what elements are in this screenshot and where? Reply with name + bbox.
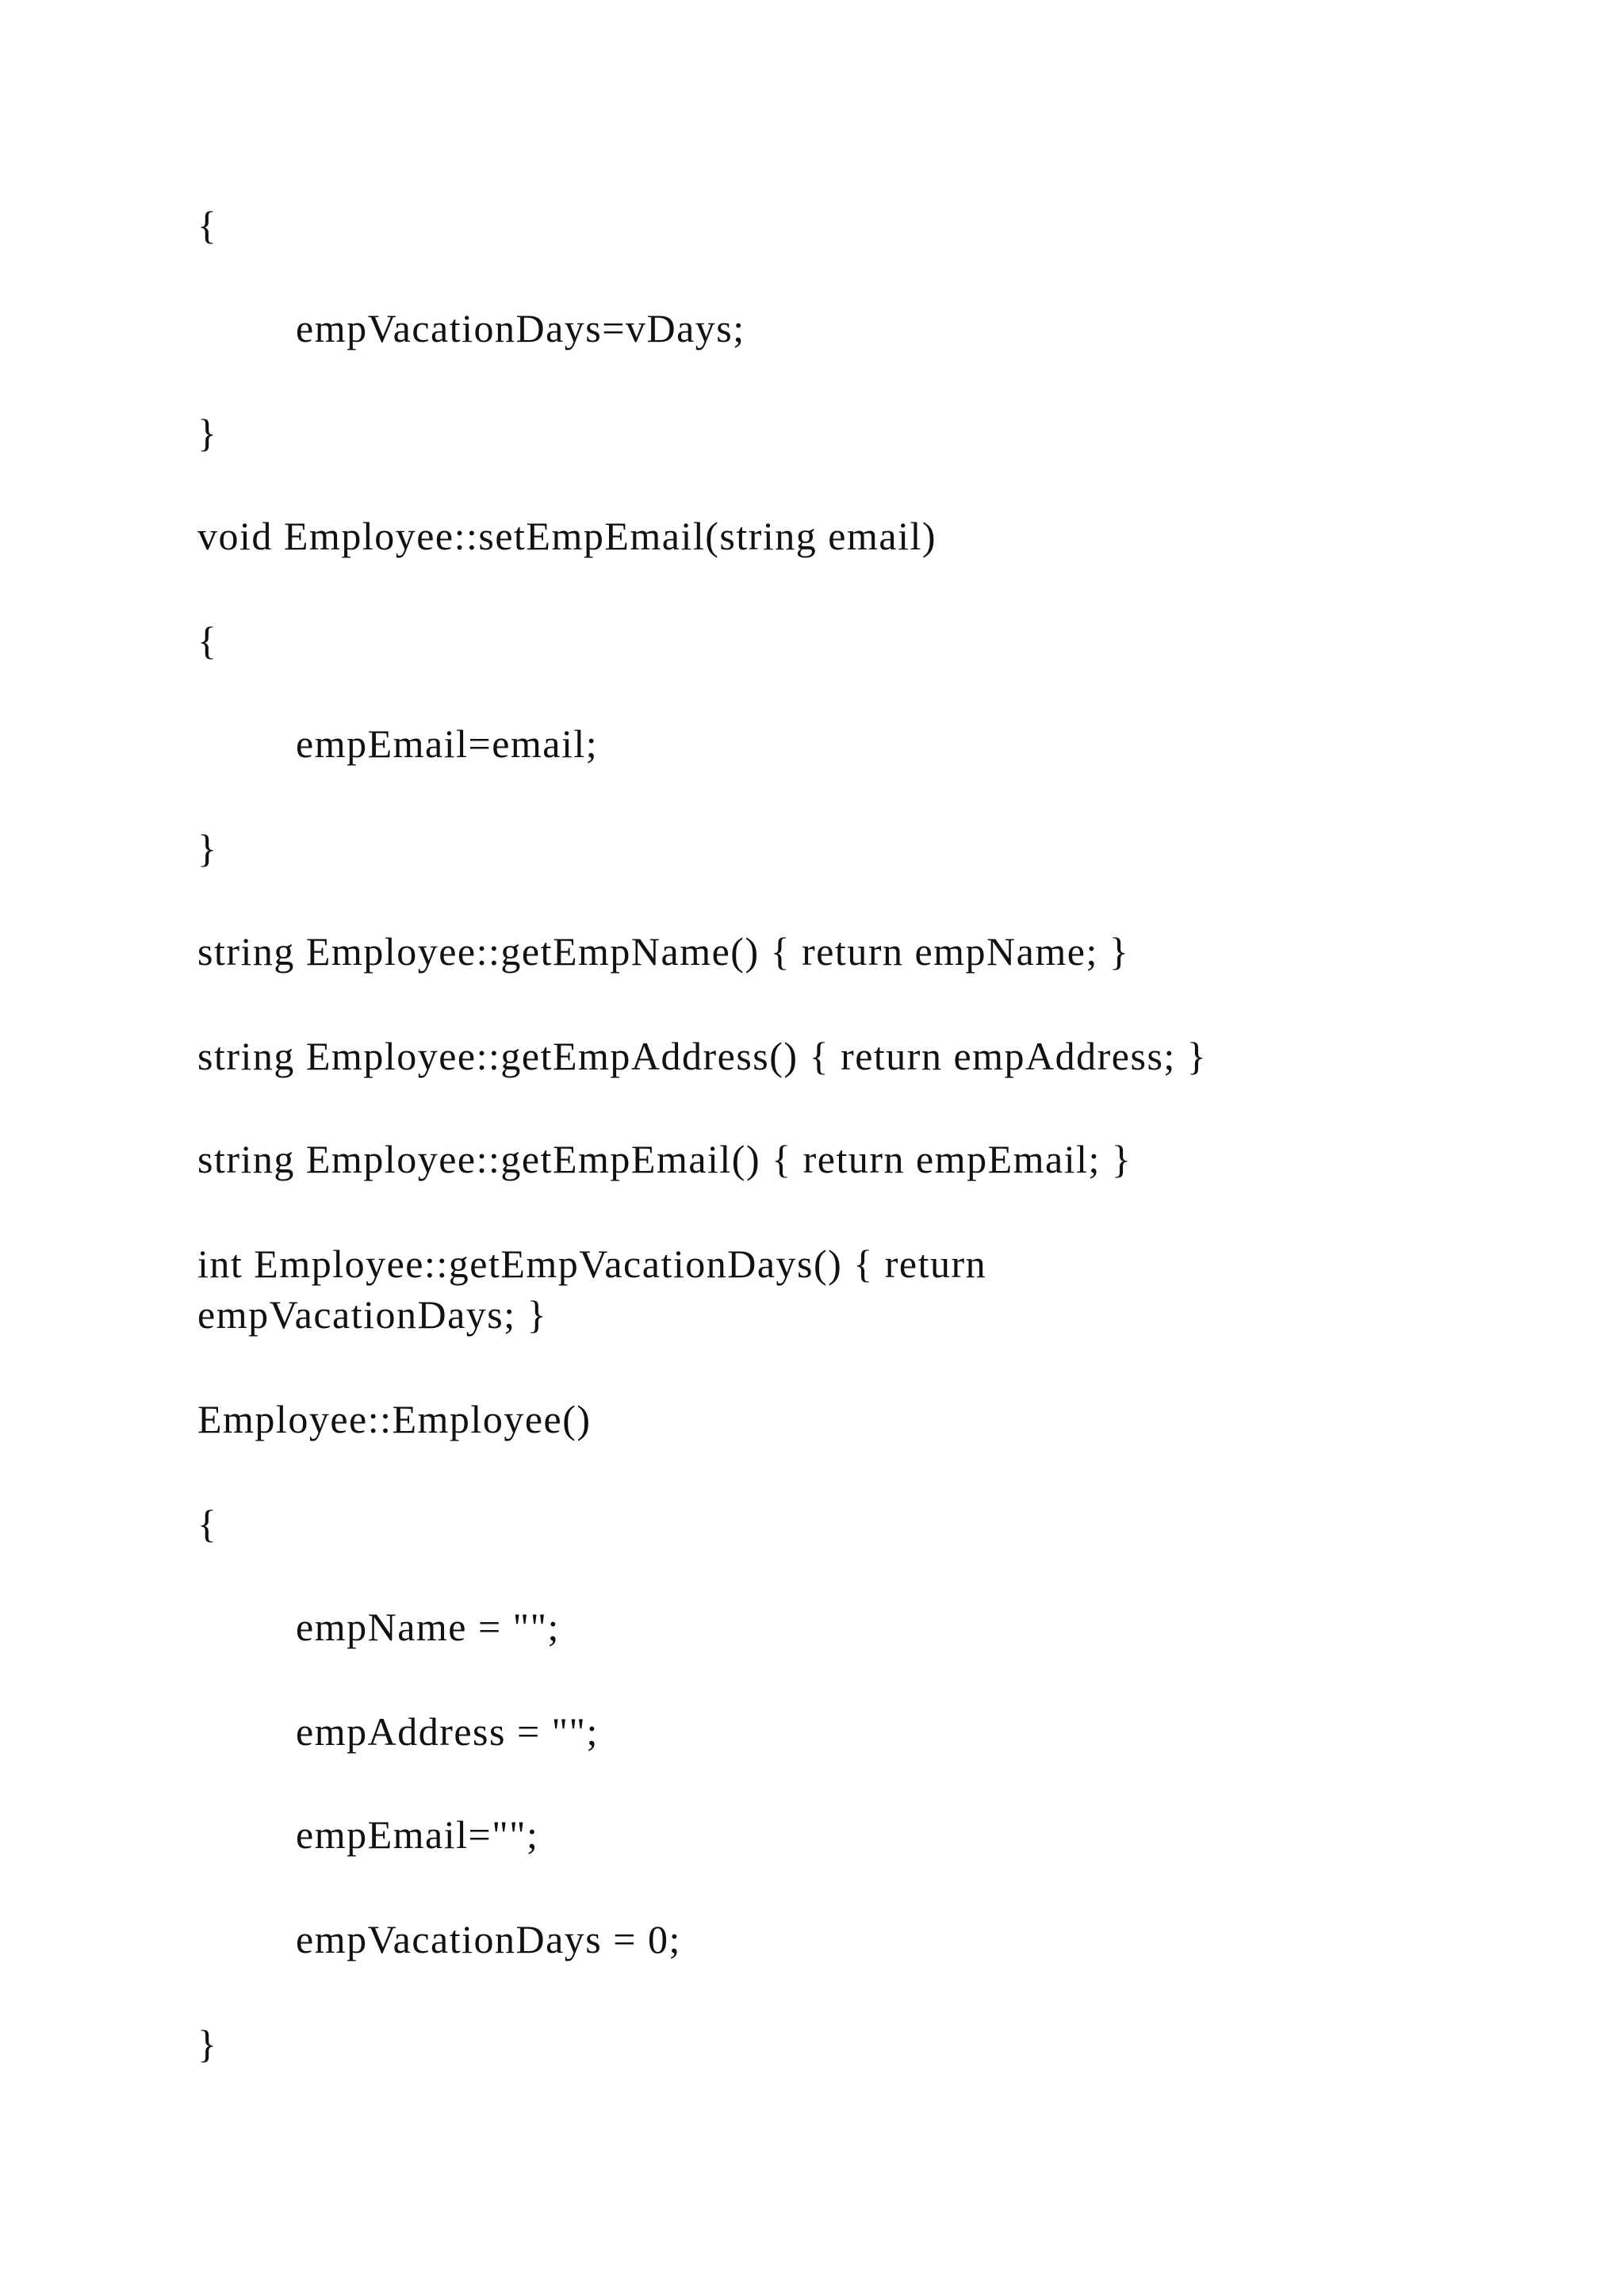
- code-line-close-brace-3: }: [197, 2022, 218, 2066]
- code-line-set-email-signature: void Employee::setEmpEmail(string email): [197, 514, 937, 558]
- code-line-close-brace-2: }: [197, 826, 218, 871]
- code-line-get-address: string Employee::getEmpAddress() { retur…: [197, 1034, 1208, 1078]
- code-line-set-vacation-days: empVacationDays=vDays;: [296, 306, 745, 350]
- code-line-init-address: empAddress = "";: [296, 1709, 599, 1754]
- code-line-open-brace-2: {: [197, 618, 218, 663]
- code-line-init-vacation-days: empVacationDays = 0;: [296, 1917, 681, 1961]
- code-line-constructor-signature: Employee::Employee(): [197, 1397, 592, 1441]
- code-line-open-brace-3: {: [197, 1502, 218, 1546]
- code-line-close-brace-1: }: [197, 411, 218, 455]
- code-line-set-email-body: empEmail=email;: [296, 721, 599, 766]
- code-line-init-email: empEmail="";: [296, 1812, 539, 1857]
- code-line-get-vacation-days-1: int Employee::getEmpVacationDays() { ret…: [197, 1242, 987, 1286]
- code-line-get-vacation-days-2: empVacationDays; }: [197, 1292, 548, 1337]
- code-line-get-name: string Employee::getEmpName() { return e…: [197, 929, 1130, 974]
- code-line-get-email: string Employee::getEmpEmail() { return …: [197, 1137, 1132, 1181]
- code-line-open-brace-1: {: [197, 203, 218, 247]
- code-line-init-name: empName = "";: [296, 1605, 560, 1649]
